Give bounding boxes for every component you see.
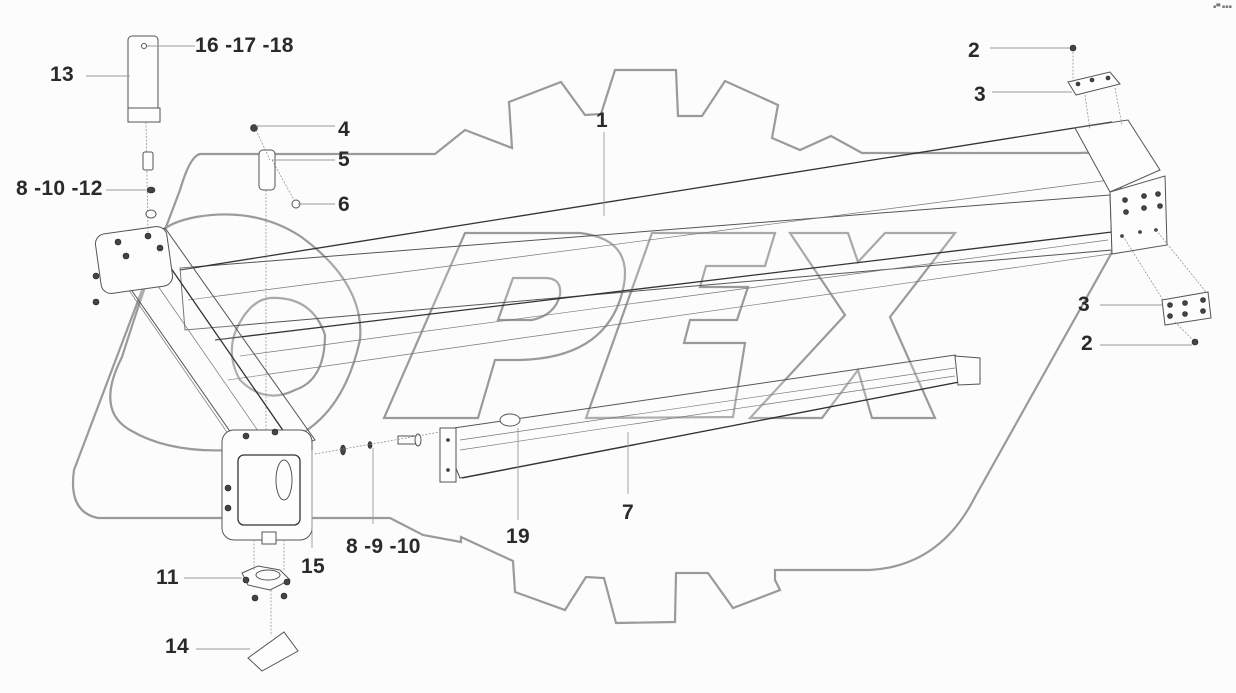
leader-lines bbox=[86, 45, 1192, 650]
callout-8-10-12: 8 -10 -12 bbox=[16, 177, 103, 200]
watermark-gear-outline bbox=[72, 68, 1132, 625]
callout-14: 14 bbox=[165, 635, 189, 658]
watermark-letter-p bbox=[382, 231, 627, 420]
callout-13: 13 bbox=[50, 63, 74, 86]
callout-11: 11 bbox=[156, 566, 179, 589]
callout-5: 5 bbox=[338, 148, 350, 171]
corner-mark: ▪▀ ▪▪▪ bbox=[1213, 4, 1232, 10]
callout-16-17-18: 16 -17 -18 bbox=[195, 34, 294, 57]
main-beam-part-1 bbox=[179, 119, 1168, 381]
callout-6: 6 bbox=[338, 193, 350, 216]
watermark-letter-e bbox=[584, 231, 777, 420]
callout-7: 7 bbox=[622, 501, 634, 524]
callout-8-9-10: 8 -9 -10 bbox=[346, 535, 421, 558]
lower-beam-part-7 bbox=[439, 354, 982, 483]
callout-1: 1 bbox=[596, 109, 608, 132]
side-beam-part-15 bbox=[92, 226, 316, 545]
callout-2-bottom: 2 bbox=[1081, 332, 1093, 355]
callout-3-bottom: 3 bbox=[1078, 293, 1090, 316]
small-parts bbox=[127, 35, 1212, 672]
callout-3-top: 3 bbox=[974, 83, 986, 106]
callout-19: 19 bbox=[506, 525, 530, 548]
callout-2-top: 2 bbox=[968, 39, 980, 62]
callout-15: 15 bbox=[301, 555, 325, 578]
watermark-letter-o-outer bbox=[109, 213, 362, 452]
callout-4: 4 bbox=[338, 118, 350, 141]
